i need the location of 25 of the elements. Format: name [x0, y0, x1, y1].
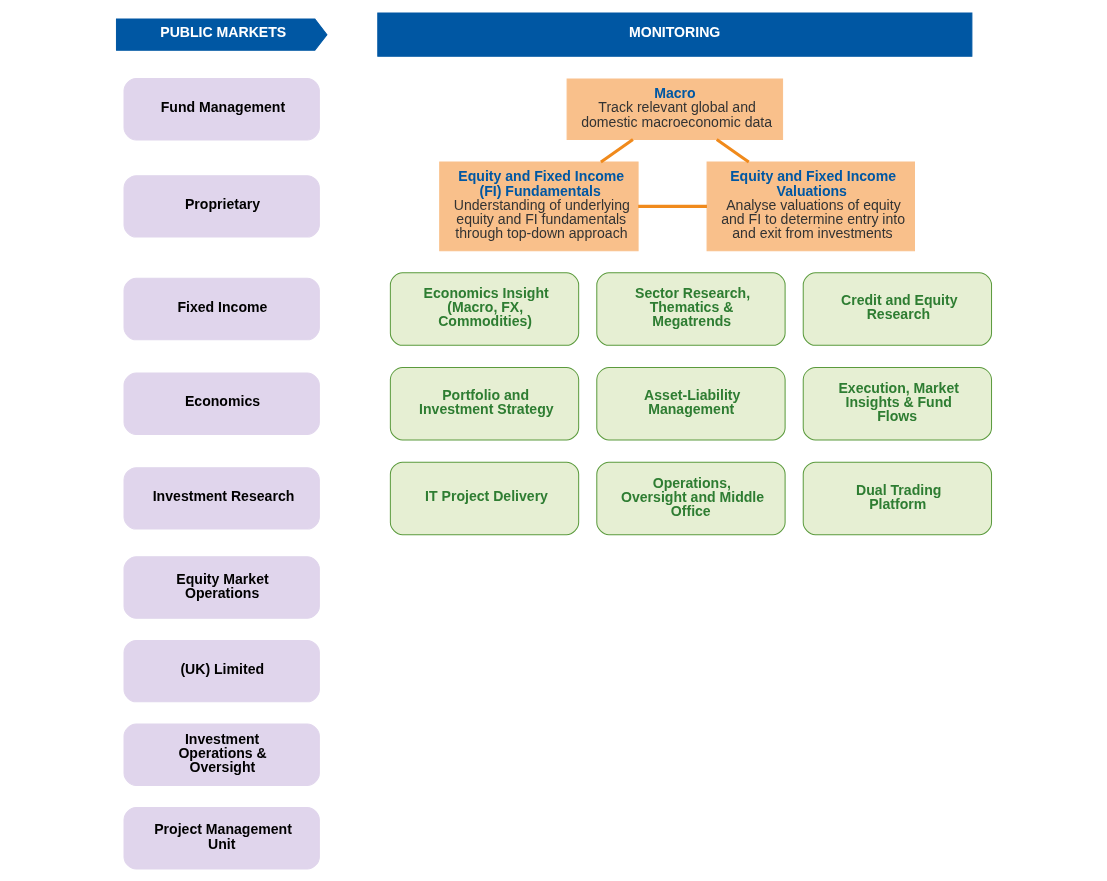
node-box: Execution, Market Insights & Fund Flows — [802, 366, 992, 440]
node-box: Economics — [123, 372, 320, 435]
node-box: Portfolio and Investment Strategy — [389, 366, 579, 440]
connector — [715, 137, 750, 163]
node-box: Equity and Fixed Income Valuations Analyse valuations of equity and FI to determine entry into and exit from investments — [706, 161, 915, 251]
node-box: Dual Trading Platform — [802, 461, 992, 535]
node-box: Proprietary — [123, 174, 320, 238]
node-box: Credit and Equity Research — [802, 271, 992, 346]
node-box: Sector Research, Thematics & Megatrends — [595, 271, 786, 346]
node-box: Asset-Liability Management — [595, 366, 786, 440]
connector — [599, 137, 634, 163]
node-box: Investment Operations & Oversight — [123, 722, 320, 786]
connector — [637, 204, 707, 208]
node-box: IT Project Delivery — [389, 461, 579, 535]
node-box: (UK) Limited — [123, 639, 320, 702]
node-box: Equity and Fixed Income (FI) Fundamentals Understanding of underlying equity and FI fundamentals through top-down approach — [438, 161, 639, 251]
node-box: MONITORING — [376, 12, 972, 57]
node-box: Economics Insight (Macro, FX, Commodities) — [389, 271, 579, 346]
node-box: Macro Track relevant global and domestic macroeconomic data — [566, 78, 783, 140]
node-box: Project Management Unit — [123, 806, 320, 869]
node-box: Operations, Oversight and Middle Office — [595, 461, 786, 535]
node-box: Fund Management — [123, 77, 320, 140]
node-box: Fixed Income — [123, 277, 320, 340]
node-box: Investment Research — [123, 466, 320, 530]
node-box: Equity Market Operations — [123, 555, 320, 619]
